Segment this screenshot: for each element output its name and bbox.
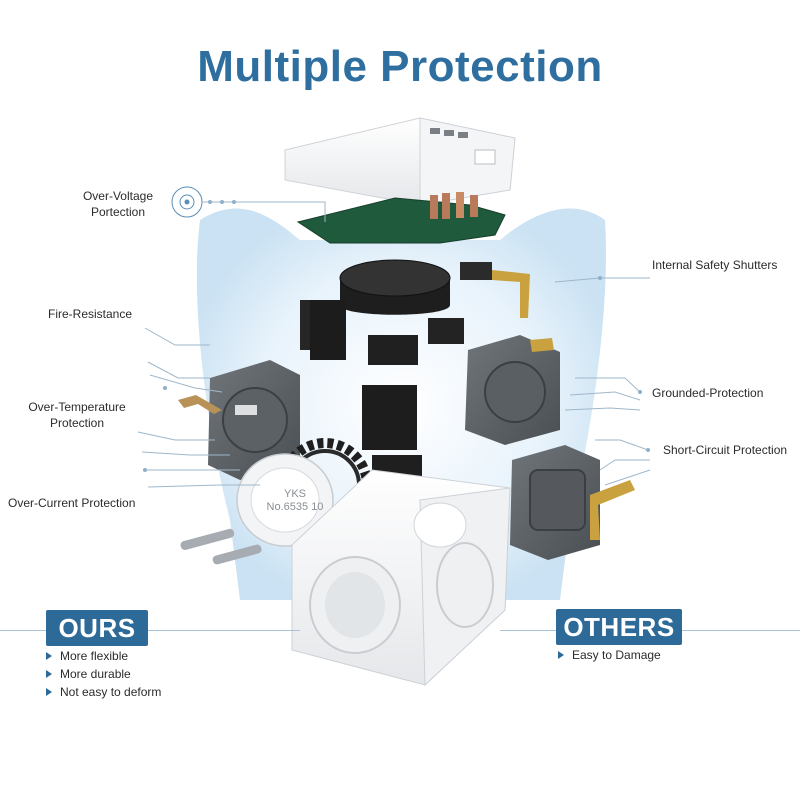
page-title: Multiple Protection: [197, 42, 603, 91]
pcb-board: [296, 192, 506, 244]
ours-list: More flexible More durable Not easy to d…: [46, 647, 161, 701]
bullet-icon: [46, 670, 52, 678]
label-over-temperature: Over-Temperature Protection: [28, 400, 126, 430]
label-over-current: Over-Current Protection: [8, 496, 136, 510]
bullet-icon: [558, 651, 564, 659]
label-internal-shutters: Internal Safety Shutters: [652, 258, 778, 272]
white-plug: [180, 453, 334, 565]
leader-dots: [143, 200, 650, 472]
others-badge: OTHERS: [556, 609, 682, 645]
ours-badge: OURS: [46, 610, 148, 646]
bullet-icon: [46, 688, 52, 696]
others-list: Easy to Damage: [558, 646, 661, 664]
label-grounded: Grounded-Protection: [652, 386, 764, 400]
black-coil-housing: [339, 259, 530, 318]
grey-socket-left: [178, 360, 300, 480]
grey-socket-right-bottom: [510, 445, 635, 560]
label-over-voltage: Over-Voltage Portection: [82, 189, 154, 219]
list-item: More durable: [46, 665, 161, 683]
white-cube-body: [291, 469, 511, 687]
grey-socket-right-top: [465, 335, 560, 445]
target-icon: [171, 186, 203, 218]
plug-marking: YKS No.6535 10: [266, 488, 324, 513]
bullet-icon: [46, 652, 52, 660]
list-item: Easy to Damage: [558, 646, 661, 664]
list-item: More flexible: [46, 647, 161, 665]
top-cover: [284, 117, 516, 206]
label-short-circuit: Short-Circuit Protection: [663, 443, 788, 457]
label-fire-resistance: Fire-Resistance: [48, 307, 133, 321]
list-item: Not easy to deform: [46, 683, 161, 701]
divider-left: [0, 630, 300, 631]
